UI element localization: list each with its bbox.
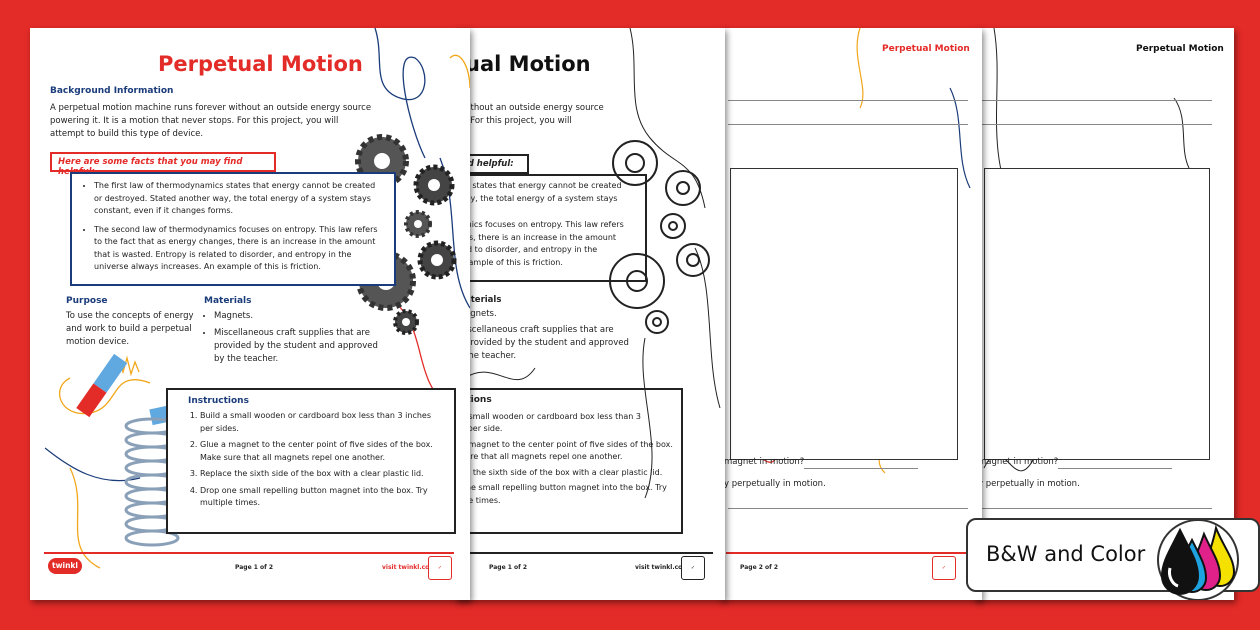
answer-line [728, 124, 968, 125]
fact-item: The second law of thermodynamics focuses… [94, 224, 384, 274]
page-title: tual Motion [455, 52, 591, 76]
material-item: Miscellaneous craft supplies that are pr… [214, 327, 384, 366]
material-item: Magnets. [214, 310, 384, 323]
instruction-step: Glue a magnet to the center point of fiv… [200, 439, 444, 464]
page-number: Page 1 of 2 [489, 564, 527, 571]
drawing-box [730, 168, 958, 460]
materials-heading: aterials [465, 295, 502, 305]
footer-rule [726, 552, 972, 554]
question-1: magnet in motion? [724, 457, 805, 467]
page-title: Perpetual Motion [1136, 44, 1224, 54]
drawing-box [984, 168, 1210, 460]
footer-rule [44, 552, 454, 554]
answer-line [728, 508, 968, 509]
page-number: Page 2 of 2 [740, 564, 778, 571]
worksheet-page-1-color: Perpetual Motion Background Information … [30, 28, 470, 600]
answer-line [982, 124, 1212, 125]
instruction-step: Replace the sixth side of the box with a… [200, 468, 444, 481]
background-text: A perpetual motion machine runs forever … [50, 103, 372, 139]
page-title: Perpetual Motion [882, 44, 970, 54]
instructions-heading: Instructions [188, 396, 249, 406]
materials-list: agnets. iscellaneous craft supplies that… [465, 309, 629, 361]
worksheet-page-2-color: Perpetual Motion magnet in motion? y per… [720, 28, 982, 600]
answer-line [1058, 468, 1172, 469]
instruction-step: Build a small wooden or cardboard box le… [200, 410, 444, 435]
twinkl-logo: twinkl [48, 558, 82, 574]
twinkl-badge: ✓ [428, 556, 452, 580]
answer-line [982, 508, 1212, 509]
instructions-box: ctions a small wooden or cardboard box l… [455, 388, 683, 534]
answer-line [804, 468, 918, 469]
materials-list: Magnets. Miscellaneous craft supplies th… [204, 310, 384, 366]
materials-heading: Materials [204, 296, 252, 306]
page-title: Perpetual Motion [158, 52, 363, 76]
background-text: r without an outside energy source ps. F… [455, 103, 604, 126]
facts-box: The first law of thermodynamics states t… [70, 172, 396, 286]
twinkl-badge: ✓ [681, 556, 705, 580]
facts-heading: Here are some facts that you may find he… [50, 152, 276, 177]
twinkl-badge: ✓ [932, 556, 956, 580]
answer-line [982, 100, 1212, 101]
page-number: Page 1 of 2 [235, 564, 273, 571]
purpose-heading: Purpose [66, 296, 108, 306]
question-1: magnet in motion? [978, 457, 1059, 467]
fact-item: The first law of thermodynamics states t… [94, 180, 384, 218]
instruction-step: Drop one small repelling button magnet i… [200, 485, 444, 510]
question-2: y perpetually in motion. [724, 479, 826, 489]
worksheet-page-1-bw: tual Motion r without an outside energy … [455, 28, 725, 600]
background-heading: Background Information [50, 86, 174, 96]
facts-box: ics states that energy cannot be created… [455, 174, 647, 282]
visit-link: visit twinkl.com [382, 564, 436, 571]
facts-heading: find helpful: [455, 154, 529, 174]
question-2: y perpetually in motion. [978, 479, 1080, 489]
instructions-box: Instructions Build a small wooden or car… [166, 388, 456, 534]
purpose-text: To use the concepts of energy and work t… [66, 311, 194, 347]
bw-and-color-badge: B&W and Color [966, 518, 1260, 600]
worksheet-page-2-bw: Perpetual Motion magnet in motion? y per… [974, 28, 1234, 600]
ink-drops-icon [1157, 519, 1239, 600]
footer-rule [455, 552, 713, 554]
visit-link: visit twinkl.com [635, 564, 689, 571]
answer-line [728, 100, 968, 101]
bw-and-color-label: B&W and Color [986, 542, 1146, 566]
